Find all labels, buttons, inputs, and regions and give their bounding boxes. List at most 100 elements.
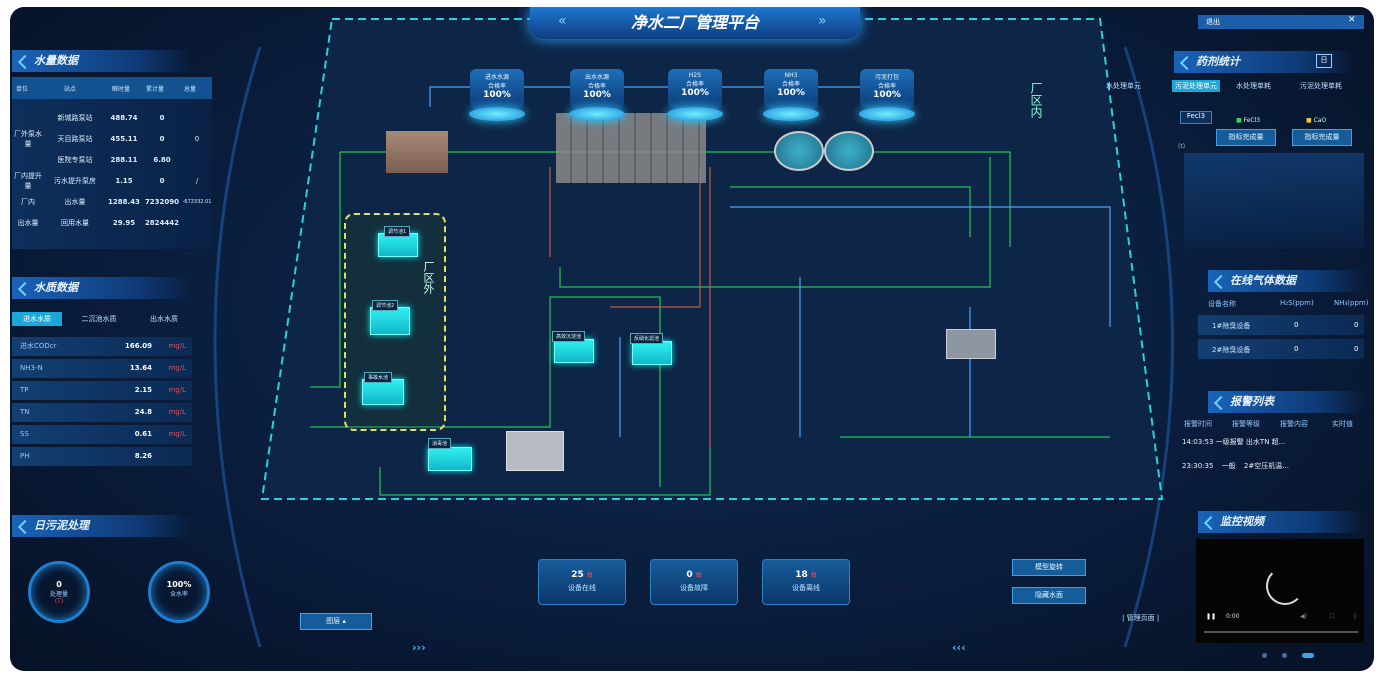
sludge-title: 日污泥处理 <box>12 515 192 537</box>
loading-spinner-icon <box>1266 567 1304 605</box>
water-quality-title: 水质数据 <box>12 277 192 299</box>
gas-col-name: 设备名称 <box>1208 300 1236 308</box>
layer-button[interactable]: 图层 ▴ <box>300 613 372 630</box>
equipment-station[interactable] <box>506 431 564 471</box>
tank-label: 调节池2 <box>372 300 399 311</box>
fullscreen-icon[interactable]: ⛶ <box>1330 613 1335 620</box>
tank-label: 调节池1 <box>384 226 411 237</box>
calendar-icon[interactable]: 日 <box>1316 54 1332 68</box>
alarm-col-value: 实时值 <box>1332 420 1353 428</box>
gas-col-h2s: H₂S(ppm) <box>1280 299 1314 307</box>
page-dot[interactable] <box>1262 653 1267 658</box>
chem-select[interactable]: Fecl3 <box>1180 111 1212 124</box>
video-title: 监控视频 <box>1198 511 1364 533</box>
alarm-row[interactable]: 14:03:53 一级报警 出水TN 超... <box>1182 438 1286 446</box>
monitor-disc <box>667 107 723 121</box>
tank-label: 反硝化滤池 <box>630 333 664 344</box>
col-instant: 瞬时量 <box>112 86 131 93</box>
alarm-row[interactable]: 23:30:35 一般 2#空压机温... <box>1182 462 1289 470</box>
tank[interactable] <box>428 447 472 471</box>
gas-col-nh3: NH₃(ppm) <box>1334 299 1369 307</box>
tank[interactable] <box>378 233 418 257</box>
header-chevron-left-icon: « <box>558 13 567 29</box>
model-rotate-button[interactable]: 模型旋转 <box>1012 559 1086 576</box>
tab-outflow-quality[interactable]: 出水水质 <box>150 315 178 323</box>
hide-water-button[interactable]: 隐藏水面 <box>1012 587 1086 604</box>
chevron-right-icon: ››› <box>412 641 426 654</box>
tank-label: 高效沉淀池 <box>552 331 586 342</box>
more-icon[interactable]: ⋮ <box>1352 613 1358 620</box>
dose-title: 药剂统计 <box>1174 51 1354 73</box>
close-icon[interactable]: ✕ <box>1348 15 1356 25</box>
tank-label: 消毒池 <box>428 438 452 449</box>
tank[interactable] <box>370 307 410 335</box>
clarifier-1[interactable] <box>774 131 824 171</box>
tab-water-consumption[interactable]: 水处理单耗 <box>1236 82 1271 90</box>
tank-label: 事故水池 <box>364 372 393 383</box>
volume-icon[interactable]: ◀) <box>1300 613 1307 620</box>
tab-secondary-quality[interactable]: 二沉池水质 <box>81 315 117 323</box>
page-title: 净水二厂管理平台 <box>630 13 759 32</box>
alarm-col-content: 报警内容 <box>1280 420 1308 428</box>
sludge-amount-gauge: 0 处理量 (T) <box>28 561 90 623</box>
chevron-left-icon: ‹‹‹ <box>952 641 966 654</box>
col-cumulative: 累计量 <box>146 86 165 93</box>
manage-page-link[interactable]: | 管理页面 | <box>1122 614 1160 622</box>
zone-out-label: 厂区外 <box>422 261 435 294</box>
page-dot[interactable] <box>1282 653 1287 658</box>
target-button-1[interactable]: 指标完成量 <box>1216 129 1276 146</box>
app-frame: 净水二厂管理平台 « » 退出 ✕ 水量数据 单位 站点 瞬时量 累计量 总量 … <box>10 7 1374 671</box>
tank[interactable] <box>632 341 672 365</box>
col-site: 站点 <box>64 86 77 93</box>
gas-row <box>1198 339 1364 359</box>
header-chevron-right-icon: » <box>818 13 827 29</box>
tab-inflow-quality[interactable]: 进水水质 <box>12 312 62 326</box>
building-main[interactable] <box>556 113 706 183</box>
monitor-disc <box>859 107 915 121</box>
header-bar <box>530 7 860 39</box>
gas-row-h2s: 0 <box>1294 345 1299 353</box>
gas-title: 在线气体数据 <box>1208 270 1364 292</box>
tab-sludge-unit[interactable]: 污泥处理单元 <box>1172 80 1220 92</box>
gas-row <box>1198 315 1364 335</box>
logout-label[interactable]: 退出 <box>1206 18 1220 26</box>
legend-fecl3: ■ FeCl3 <box>1236 117 1261 124</box>
gas-row-nh3: 0 <box>1354 345 1359 353</box>
clarifier-2[interactable] <box>824 131 874 171</box>
tab-sludge-consumption[interactable]: 污泥处理单耗 <box>1300 82 1342 90</box>
monitor-disc <box>469 107 525 121</box>
equipment-deodor[interactable] <box>946 329 996 359</box>
building-inlet[interactable] <box>386 131 448 173</box>
tank[interactable] <box>554 339 594 363</box>
dose-chart-area <box>1184 153 1364 249</box>
legend-cao: ■ CaO <box>1306 117 1327 124</box>
top-right-bar <box>1198 15 1364 29</box>
page-dot-active[interactable] <box>1302 653 1314 658</box>
zone-in-label: 厂区内 <box>1029 82 1043 118</box>
video-progress-track[interactable] <box>1204 631 1358 633</box>
target-button-2[interactable]: 指标完成量 <box>1292 129 1352 146</box>
tab-water-unit[interactable]: 水处理单元 <box>1106 82 1141 90</box>
monitor-disc <box>763 107 819 121</box>
play-pause-icon[interactable]: ❚❚ <box>1206 613 1217 620</box>
gas-row-name: 2#除臭设备 <box>1212 346 1251 354</box>
